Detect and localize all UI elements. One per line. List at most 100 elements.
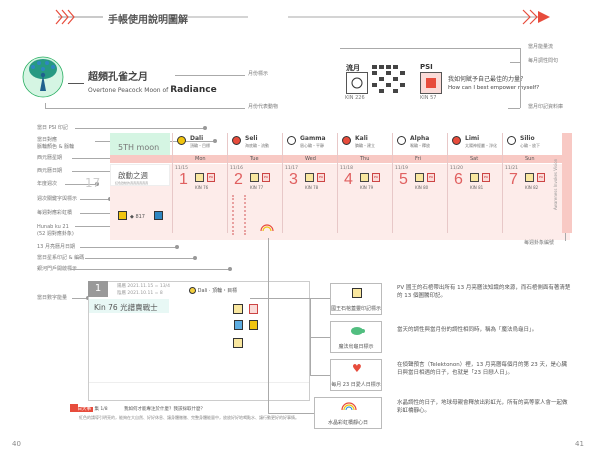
hexagram-icon xyxy=(154,211,163,220)
daily-line1: 陽曆 2021.11.15 = 13/4 xyxy=(117,284,170,289)
hunab-code: ◆ 817 xyxy=(130,214,145,220)
rainbow-bridge-icon xyxy=(118,211,127,220)
day-chakra: 頂輪・目標 xyxy=(190,143,210,148)
day-kin-glyph xyxy=(470,173,479,182)
day-chakra: 眉心輪・平靜 xyxy=(300,143,324,148)
animal-label: 月份代表動物 xyxy=(248,104,279,110)
day-kin: KIN 78 xyxy=(305,185,319,190)
label-rainbow-bridge: 每週對應彩虹橋 xyxy=(37,210,73,216)
day-date: 11/15 xyxy=(175,166,188,171)
day-moon-number: 4 xyxy=(344,171,353,188)
label-chakra: 當日對應 脈輪顏色 & 脈輪 xyxy=(37,137,75,150)
psi-kin: KIN 57 xyxy=(420,95,437,101)
vertical-bar xyxy=(562,133,572,233)
day-kin-name: Seli xyxy=(245,135,258,142)
day-kin: KIN 82 xyxy=(525,185,539,190)
daily-glyph-3 xyxy=(249,320,258,330)
day-chakra: 臍輪・建立 xyxy=(355,143,375,148)
day-psi-glyph: PSI xyxy=(317,173,325,182)
day-date: 11/20 xyxy=(450,166,463,171)
label-galactic-kin: 當日星系印記 & 編碼 xyxy=(37,255,85,261)
day-kin-name: Limi xyxy=(465,135,480,142)
chakra-icon xyxy=(177,136,186,145)
label-portal: 銀河門戶開啟標示 xyxy=(37,266,78,272)
note-text-rainbow: 水晶調性的日子，地球母親會釋放出彩虹光，所有的高等家人會一起做彩虹橋靜心。 xyxy=(397,400,568,414)
psi-kin-glyph xyxy=(420,72,442,94)
chakra-icon xyxy=(507,136,516,145)
day-weekday: Wed xyxy=(305,156,316,162)
day-kin: KIN 77 xyxy=(250,185,264,190)
day-kin-glyph xyxy=(195,173,204,182)
day-kin-glyph xyxy=(525,173,534,182)
day-psi-glyph: PSI xyxy=(207,173,215,182)
daily-glyph-4 xyxy=(233,338,243,348)
daily-psi xyxy=(249,304,258,314)
moon-label: 月份標示 xyxy=(248,71,269,77)
moon-number: 5TH moon xyxy=(118,143,160,152)
day-kin-glyph xyxy=(305,173,314,182)
day-moon-number: 7 xyxy=(509,171,518,188)
day-date: 11/18 xyxy=(340,166,353,171)
day-psi-glyph: PSI xyxy=(427,173,435,182)
day-kin-glyph xyxy=(250,173,259,182)
note-icon-heart: ♥ 每月 23 日愛人日標示 xyxy=(330,359,382,391)
moon-title: 超頻孔雀之月 xyxy=(88,72,148,83)
annotation-energy-flow: 當月能量流 xyxy=(528,44,554,50)
daily-footer: 本日大事 集 1/8 xyxy=(71,407,108,412)
day-chakra: 喉輪・釋放 xyxy=(410,143,430,148)
psi-grid xyxy=(370,63,416,98)
day-kin-glyph xyxy=(360,173,369,182)
note-icon-tomb: 國王石棺蓋靈印記標示 xyxy=(330,283,382,315)
day-weekday: Tue xyxy=(250,156,259,162)
day-weekday: Sat xyxy=(470,156,479,162)
daily-note: 紅色的請導引明亮的，能夠在大自然、好好休息、讓身體徹徹、完整身體能量中，放放好好… xyxy=(79,415,299,420)
day-moon-number: 2 xyxy=(234,171,243,188)
chakra-icon xyxy=(452,136,461,145)
chakra-icon xyxy=(232,136,241,145)
week-number: 17 xyxy=(85,176,101,190)
label-week-number: 年度週次 xyxy=(37,181,58,187)
day-kin-glyph xyxy=(415,173,424,182)
daily-page: 1 陽曆 2021.11.15 = 13/4 陰曆 2021.10.11 = 8… xyxy=(71,281,310,420)
day-kin: KIN 76 xyxy=(195,185,209,190)
label-weekday: 西元曆星期 xyxy=(37,155,63,161)
page-title: 手帳使用說明圖解 xyxy=(108,15,188,26)
arrow-decoration xyxy=(55,9,550,25)
flow-kin-glyph xyxy=(346,72,368,94)
day-psi-glyph: PSI xyxy=(482,173,490,182)
dali-icon xyxy=(189,287,196,294)
rainbow-icon xyxy=(260,224,274,232)
annotation-monthly-question: 每月調性問句 xyxy=(528,58,559,64)
day-date: 11/21 xyxy=(505,166,518,171)
day-psi-glyph: PSI xyxy=(537,173,545,182)
label-week-keyword: 週次關鍵字與標示 xyxy=(37,196,78,202)
label-hunab-ku: Hunab ku 21 (52 週對應卦象) xyxy=(37,224,74,237)
daily-number: 1 xyxy=(88,281,108,297)
peacock-icon xyxy=(22,56,64,98)
annotation-kin-database: 當月印記資料庫 xyxy=(528,104,564,110)
day-chakra: 心輪・放下 xyxy=(520,143,540,148)
day-psi-glyph: PSI xyxy=(262,173,270,182)
label-psi: 當日 PSI 印記 xyxy=(37,125,68,131)
day-moon-number: 1 xyxy=(179,171,188,188)
note-text-turtle: 當天的調性與當月份的調性相同時，稱為「魔法烏龜日」。 xyxy=(397,327,538,333)
day-moon-number: 6 xyxy=(454,171,463,188)
day-kin: KIN 80 xyxy=(415,185,429,190)
day-weekday: Mon xyxy=(195,156,206,162)
hunab-label: 每週卦象編號 xyxy=(524,240,555,246)
week-grid: 5TH moon 17 啟動之週 紅色啟動的週週週週週週 ◆ 817 xyxy=(85,133,570,240)
day-kin: KIN 79 xyxy=(360,185,374,190)
label-13moon-date: 13 月亮曆月日期 xyxy=(37,244,75,250)
day-kin: KIN 81 xyxy=(470,185,484,190)
label-date: 西元曆日期 xyxy=(37,168,63,174)
daily-question: 我如何才能專注於什麼？我該採取什麼？ xyxy=(124,407,205,412)
daily-glyph-1 xyxy=(233,304,243,314)
day-kin-name: Alpha xyxy=(410,135,430,142)
page-number-right: 41 xyxy=(575,440,584,448)
day-weekday: Thu xyxy=(360,156,370,162)
